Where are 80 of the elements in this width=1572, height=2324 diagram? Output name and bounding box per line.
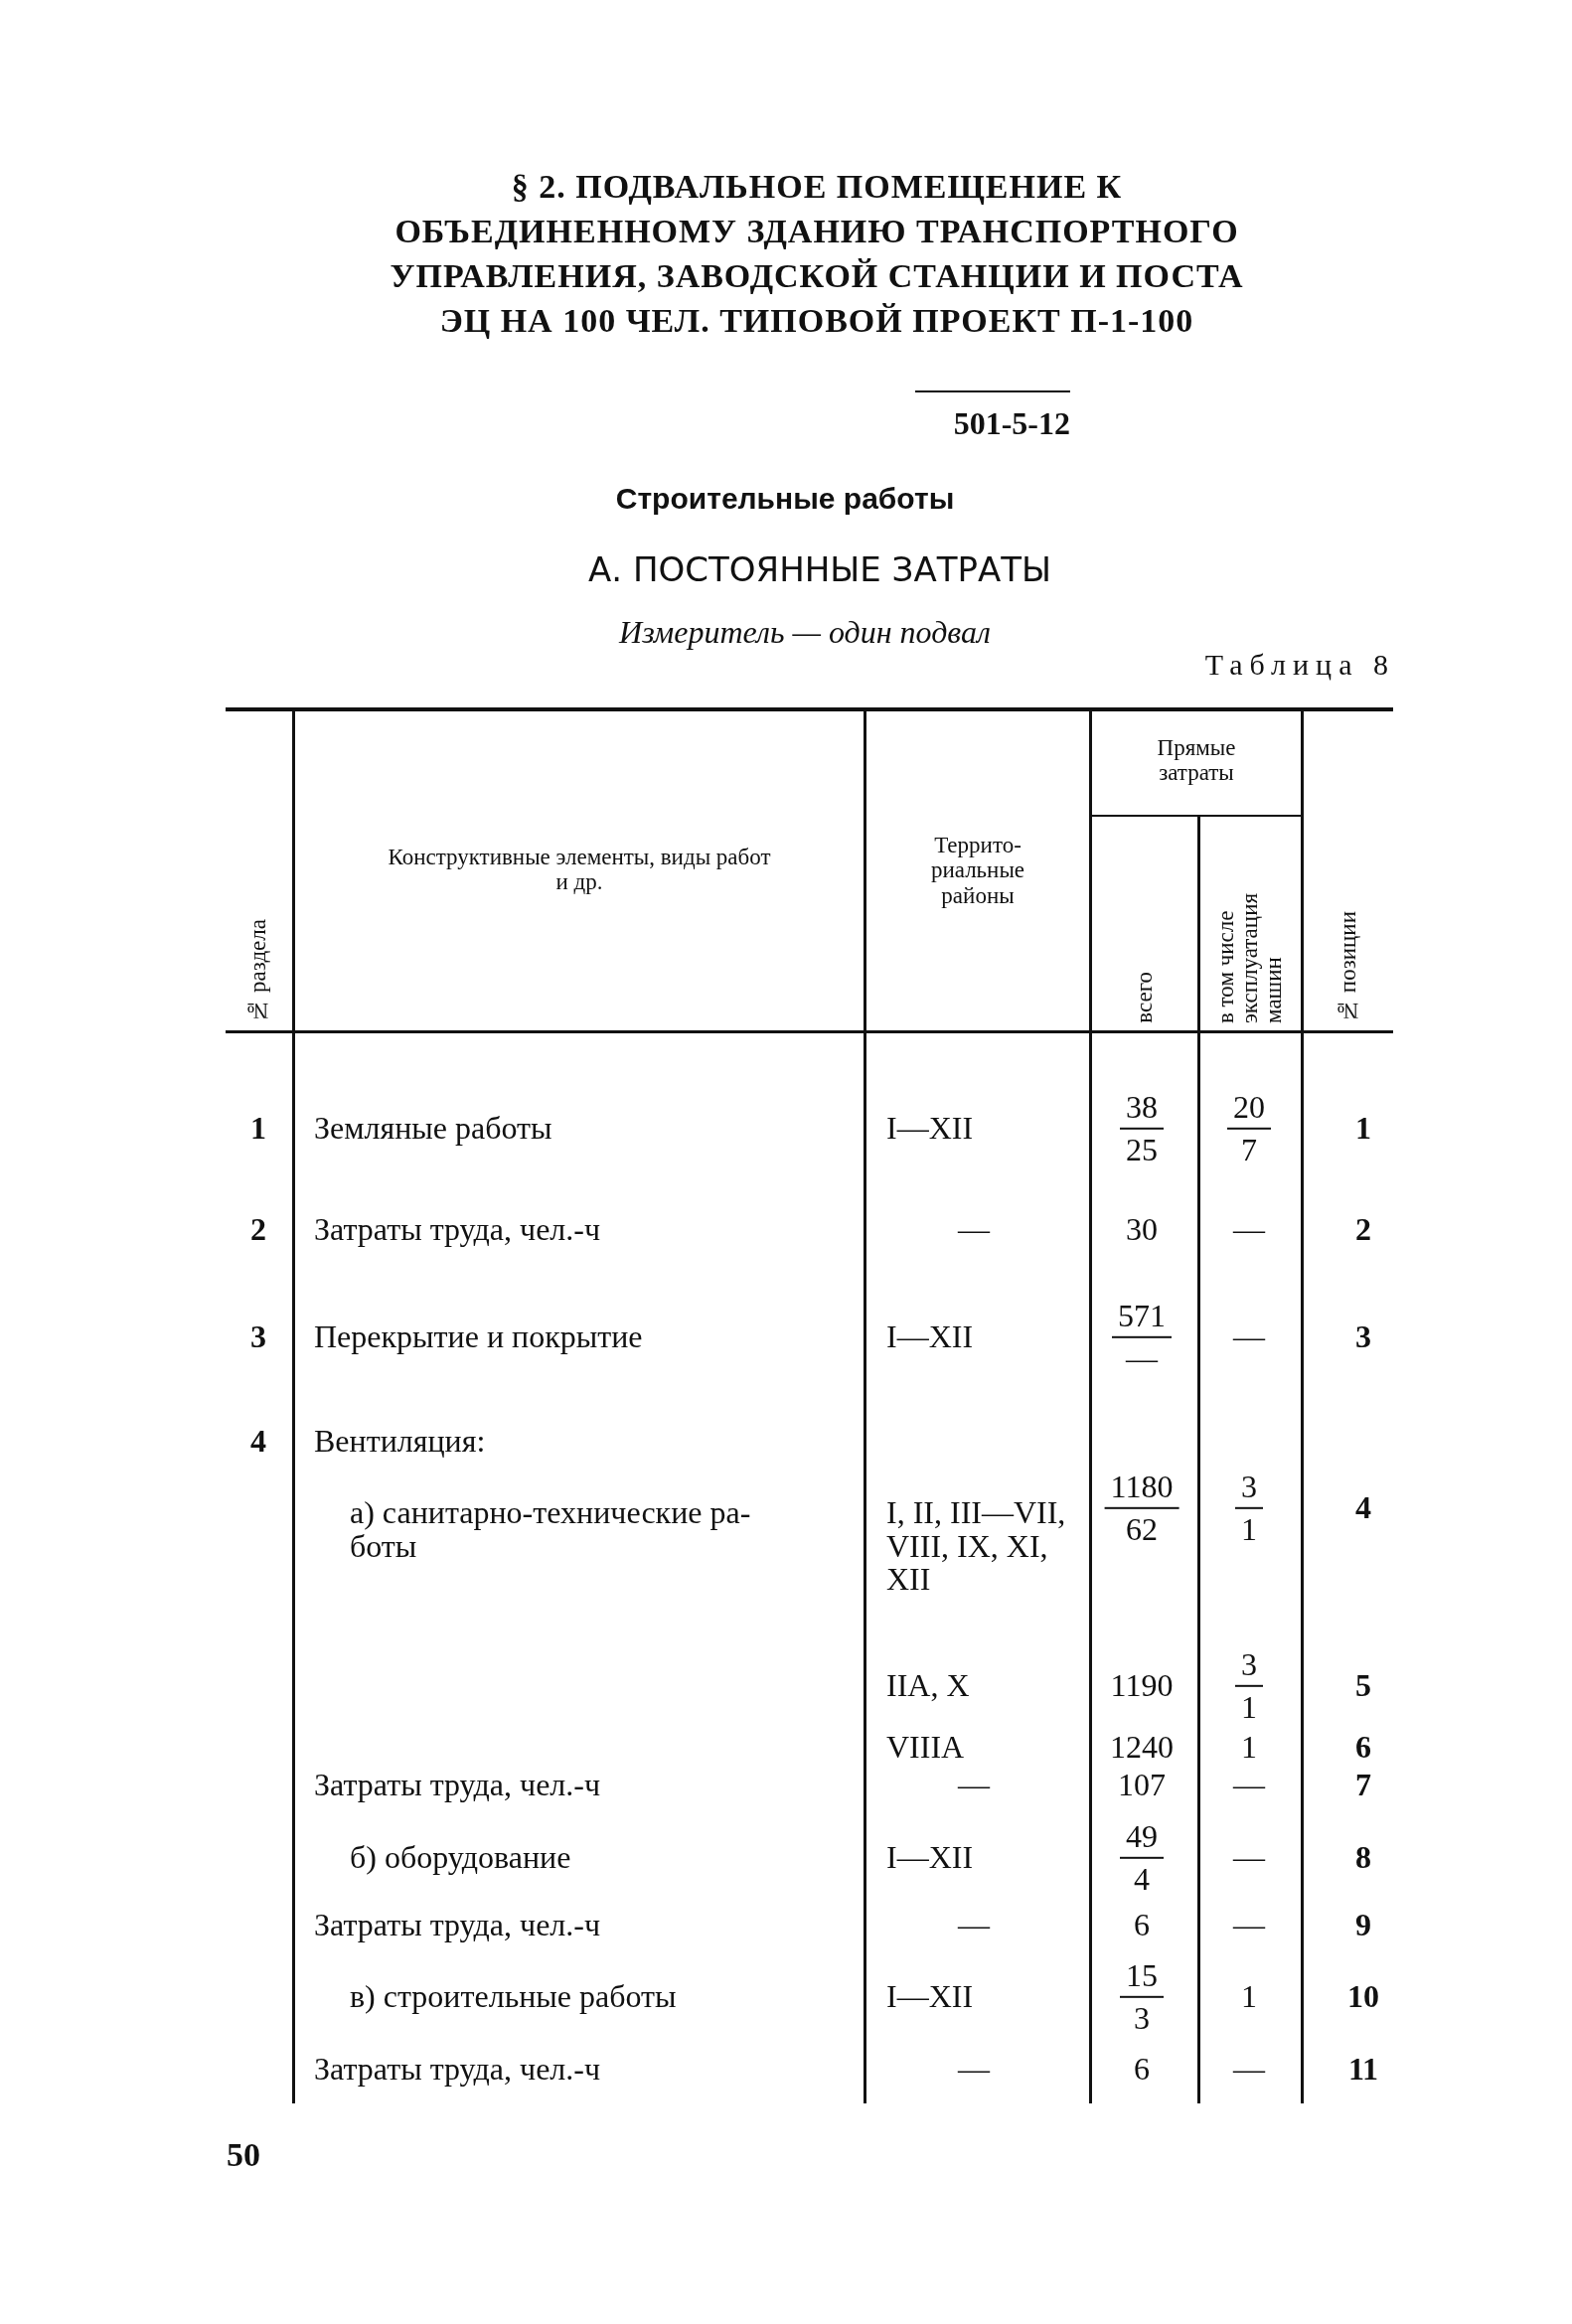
cost-value: 15: [1120, 1957, 1164, 1998]
cost-value: 107: [1118, 1769, 1166, 1802]
cost-value: 38: [1120, 1089, 1164, 1130]
cost-value: —: [1126, 1339, 1158, 1377]
cost-value: 3: [1134, 1999, 1150, 2037]
table-caption: Таблица 8: [1204, 648, 1395, 682]
region-text: I, II, III—VII, VIII, IX, XI, XII: [886, 1496, 1067, 1597]
region-text: —: [958, 1909, 990, 1942]
cost-value: 4: [1134, 1860, 1150, 1898]
position-number: 1: [1355, 1112, 1371, 1146]
column-header: Конструктивные элементы, виды работ и др.: [387, 845, 772, 895]
cost-value: 1240: [1110, 1731, 1174, 1765]
region-text: VIIIA: [886, 1731, 965, 1765]
region-text: —: [958, 2053, 990, 2087]
position-number: 6: [1355, 1731, 1371, 1765]
column-header: всего: [1132, 972, 1158, 1023]
machine-cost: 20: [1227, 1089, 1271, 1130]
machine-cost: 1: [1241, 1731, 1257, 1765]
cost-value: 6: [1134, 1909, 1150, 1942]
machine-cost: —: [1233, 1841, 1265, 1875]
column-header: № позиции: [1336, 911, 1361, 1023]
page-number: 50: [227, 2136, 260, 2174]
machine-cost: —: [1233, 2053, 1265, 2087]
column-header: Прямые затраты: [1156, 735, 1237, 786]
item-text: Затраты труда, чел.-ч: [314, 1769, 601, 1802]
cost-value: 25: [1126, 1131, 1158, 1168]
item-text: б) оборудование: [350, 1841, 571, 1875]
machine-cost: —: [1233, 1320, 1265, 1354]
cost-value: 1190: [1110, 1669, 1174, 1703]
cost-value: 571: [1112, 1298, 1172, 1338]
cost-value: 62: [1126, 1510, 1158, 1548]
cost-value: 6: [1134, 2053, 1150, 2087]
position-number: 9: [1355, 1909, 1371, 1942]
item-text: в) строительные работы: [350, 1980, 677, 2014]
machine-cost: 1: [1241, 1510, 1257, 1548]
position-number: 8: [1355, 1841, 1371, 1875]
machine-cost: —: [1233, 1769, 1265, 1802]
cost-value: 1180: [1104, 1469, 1179, 1509]
project-code: 501-5-12: [953, 405, 1070, 442]
item-text: Перекрытие и покрытие: [314, 1320, 643, 1354]
position-number: 4: [1355, 1491, 1371, 1525]
title: § 2. ПОДВАЛЬНОЕ ПОМЕЩЕНИЕ К ОБЪЕДИНЕННОМУ ЗДАНИЮ ТРАНСПОРТНОГО УПРАВЛЕНИЯ, ЗАВОДСКОЙ СТАНЦИИ И ПОСТА ЭЦ НА 100 ЧЕЛ. ТИПОВОЙ ПРОЕКТ П-1-100: [389, 167, 1245, 341]
section-heading: Строительные работы: [614, 482, 956, 516]
item-text: Затраты труда, чел.-ч: [314, 1909, 601, 1942]
position-number: 2: [1355, 1213, 1371, 1247]
item-text: а) санитарно-технические ра- боты: [350, 1496, 752, 1564]
position-number: 11: [1347, 2053, 1379, 2087]
position-number: 3: [1355, 1320, 1371, 1354]
column-header: в том числе эксплуатация машин: [1214, 892, 1287, 1023]
region-text: I—XII: [886, 1980, 974, 2014]
machine-cost: 1: [1241, 1980, 1257, 2014]
position-number: 5: [1355, 1669, 1371, 1703]
unit-note: Измеритель — один подвал: [617, 614, 992, 651]
item-text: Земляные работы: [314, 1112, 552, 1146]
section-number: 2: [250, 1213, 266, 1247]
item-text: Затраты труда, чел.-ч: [314, 1213, 601, 1247]
region-text: I—XII: [886, 1841, 974, 1875]
machine-cost: 7: [1241, 1131, 1257, 1168]
region-text: IIA, X: [886, 1669, 970, 1703]
column-header: Террито- риальные районы: [929, 833, 1026, 908]
region-text: I—XII: [886, 1112, 974, 1146]
machine-cost: 3: [1235, 1646, 1263, 1687]
position-number: 7: [1355, 1769, 1371, 1802]
section-number: 4: [250, 1425, 266, 1459]
machine-cost: 1: [1241, 1688, 1257, 1726]
section-number: 3: [250, 1320, 266, 1354]
machine-cost: 3: [1235, 1469, 1263, 1509]
machine-cost: —: [1233, 1213, 1265, 1247]
region-text: I—XII: [886, 1320, 974, 1354]
cost-value: 30: [1126, 1213, 1158, 1247]
item-text: Вентиляция:: [314, 1425, 486, 1459]
machine-cost: —: [1233, 1909, 1265, 1942]
cost-value: 49: [1120, 1818, 1164, 1859]
section-subheading: А. ПОСТОЯННЫЕ ЗАТРАТЫ: [587, 549, 1052, 589]
region-text: —: [958, 1769, 990, 1802]
position-number: 10: [1347, 1980, 1379, 2014]
region-text: —: [958, 1213, 990, 1247]
item-text: Затраты труда, чел.-ч: [314, 2053, 601, 2087]
column-header: № раздела: [246, 919, 271, 1023]
section-number: 1: [250, 1112, 266, 1146]
